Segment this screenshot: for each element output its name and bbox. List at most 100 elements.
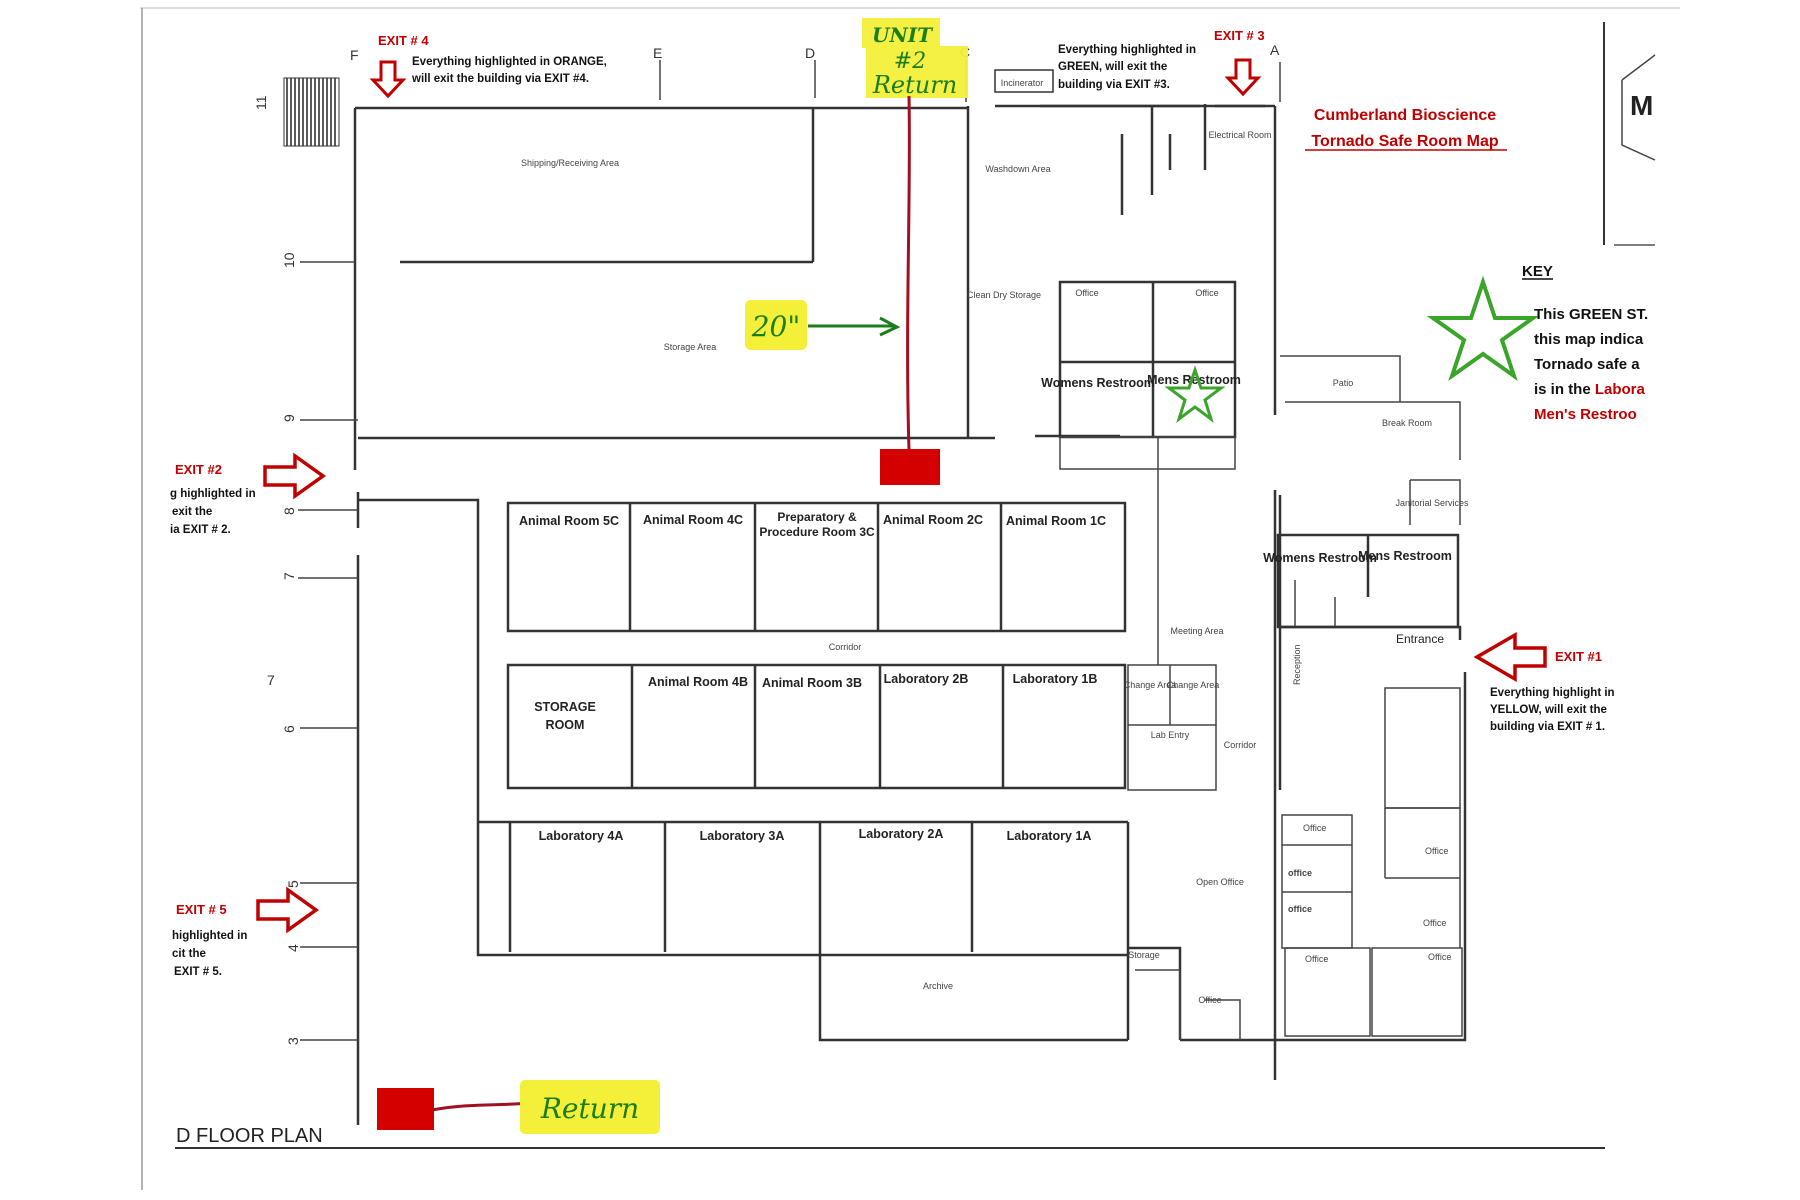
exit-3-note-3: building via EXIT #3. [1058, 79, 1170, 91]
key-line-1: This GREEN ST. [1534, 306, 1648, 323]
exit-4-note-1: Everything highlighted in ORANGE, [412, 56, 607, 68]
walls [353, 104, 1467, 1125]
return-bottom-highlight [520, 1080, 660, 1134]
room-corridor-right: Corridor [1224, 740, 1257, 750]
map-title: Cumberland Bioscience [1314, 107, 1496, 124]
safe-room-star-icon [1164, 365, 1226, 424]
room-office-6: Office [1423, 918, 1446, 928]
room-lab-4a: Laboratory 4A [539, 829, 624, 843]
unit-label: UNIT [872, 23, 934, 47]
room-storage-area: Storage Area [664, 342, 717, 352]
exit-5-arrow-icon [256, 888, 318, 932]
key-heading: KEY [1522, 263, 1553, 280]
return-bottom-label: Return [540, 1092, 639, 1125]
exit-4-note-2: will exit the building via EXIT #4. [411, 73, 589, 85]
key-line-5: Men's Restroo [1534, 406, 1637, 423]
grid-row-7b: 7 [267, 672, 275, 688]
room-mens-right: Mens Restroom [1358, 549, 1452, 563]
grid-col-f: F [350, 47, 359, 63]
grid-row-7: 7 [281, 572, 297, 580]
room-lab-3a: Laboratory 3A [700, 829, 785, 843]
exit-1-note-2: YELLOW, will exit the [1490, 704, 1607, 716]
exit-5-label: EXIT # 5 [176, 902, 227, 917]
exit-3-note-1: Everything highlighted in [1058, 44, 1196, 56]
twenty-arrow-icon [808, 316, 901, 337]
exit-4-arrow-icon [371, 60, 405, 98]
key-line-4: is in the Labora [1534, 381, 1646, 398]
return-marker-top-icon [880, 449, 940, 485]
grid-markers [298, 60, 1281, 1041]
grid-row-3: 3 [285, 1037, 301, 1045]
exit-3-arrow-icon [1226, 58, 1260, 96]
room-office-4: Office [1305, 954, 1328, 964]
exit-4-label: EXIT # 4 [378, 33, 429, 48]
svg-text:M: M [1630, 90, 1653, 121]
room-womens-right: Womens Restroom [1263, 551, 1377, 565]
grid-row-5: 5 [285, 880, 301, 888]
grid-col-d: D [805, 45, 815, 61]
exit-2-note-2: exit the [172, 506, 212, 518]
room-office-3: office [1288, 904, 1312, 914]
grid-col-a: A [1270, 42, 1280, 58]
room-entrance: Entrance [1396, 632, 1444, 646]
room-patio: Patio [1333, 378, 1354, 388]
room-reception: Reception [1292, 644, 1302, 685]
key-line-3: Tornado safe a [1534, 356, 1640, 373]
room-change-1: Change Area [1124, 680, 1177, 690]
room-open-office: Open Office [1196, 877, 1244, 887]
room-mens-top: Mens Restroom [1147, 373, 1241, 387]
room-storage-small: Storage [1128, 950, 1160, 960]
exit-2-note-3: ia EXIT # 2. [170, 524, 231, 536]
twenty-inch-label: 20" [751, 310, 801, 343]
stairs-icon [283, 77, 340, 147]
room-break: Break Room [1382, 418, 1432, 428]
room-animal-1c: Animal Room 1C [1006, 514, 1106, 528]
room-storage-room: STORAGE ROOM [534, 700, 596, 732]
room-archive: Archive [923, 981, 953, 991]
room-office-5: Office [1425, 846, 1448, 856]
room-animal-4c: Animal Room 4C [643, 513, 743, 527]
twenty-highlight [745, 300, 807, 350]
return-route-line [906, 95, 911, 451]
room-electrical: Electrical Room [1208, 130, 1271, 140]
exit-2-arrow-icon [263, 454, 325, 498]
title-block-fragment: M [1603, 22, 1656, 246]
exit-1-note-1: Everything highlight in [1490, 687, 1615, 699]
exit-1-note-3: building via EXIT # 1. [1490, 721, 1605, 733]
room-animal-5c: Animal Room 5C [519, 514, 619, 528]
room-office-a: Office [1075, 288, 1098, 298]
room-washdown: Washdown Area [985, 164, 1050, 174]
exit-5-note-3: EXIT # 5. [174, 966, 222, 978]
exit-1-label: EXIT #1 [1555, 649, 1602, 664]
map-subtitle: Tornado Safe Room Map [1311, 133, 1498, 150]
room-lab-entry: Lab Entry [1151, 730, 1190, 740]
grid-row-4: 4 [285, 944, 301, 952]
room-animal-3b: Animal Room 3B [762, 676, 862, 690]
room-janitorial: Janitorial Services [1395, 498, 1469, 508]
room-lab-1a: Laboratory 1A [1007, 829, 1092, 843]
room-animal-4b: Animal Room 4B [648, 675, 748, 689]
room-lab-2a: Laboratory 2A [859, 827, 944, 841]
exit-5-note-1: highlighted in [172, 930, 247, 942]
grid-row-10: 10 [281, 252, 297, 268]
unit-return-label: Return [872, 71, 957, 99]
grid-row-11: 11 [253, 95, 269, 110]
return-marker-bottom-icon [377, 1088, 434, 1130]
floor-plan-label: D FLOOR PLAN [176, 1125, 323, 1147]
room-shipping: Shipping/Receiving Area [521, 158, 619, 168]
exit-1-arrow-icon [1473, 631, 1547, 683]
room-incinerator: Incinerator [1001, 78, 1044, 88]
exit-5-note-2: cit the [172, 948, 206, 960]
room-change-2: Change Area [1167, 680, 1220, 690]
grid-row-6: 6 [281, 725, 297, 733]
room-lab-1b: Laboratory 1B [1013, 672, 1098, 686]
room-prep: Preparatory & Procedure Room 3C [759, 510, 875, 539]
unit-number: #2 [894, 49, 926, 74]
room-meeting: Meeting Area [1170, 626, 1223, 636]
exit-3-note-2: GREEN, will exit the [1058, 61, 1167, 73]
room-corridor-mid: Corridor [829, 642, 862, 652]
key-line-2: this map indica [1534, 331, 1644, 348]
key-star-icon [1426, 275, 1540, 382]
room-womens-top: Womens Restroom [1041, 376, 1155, 390]
